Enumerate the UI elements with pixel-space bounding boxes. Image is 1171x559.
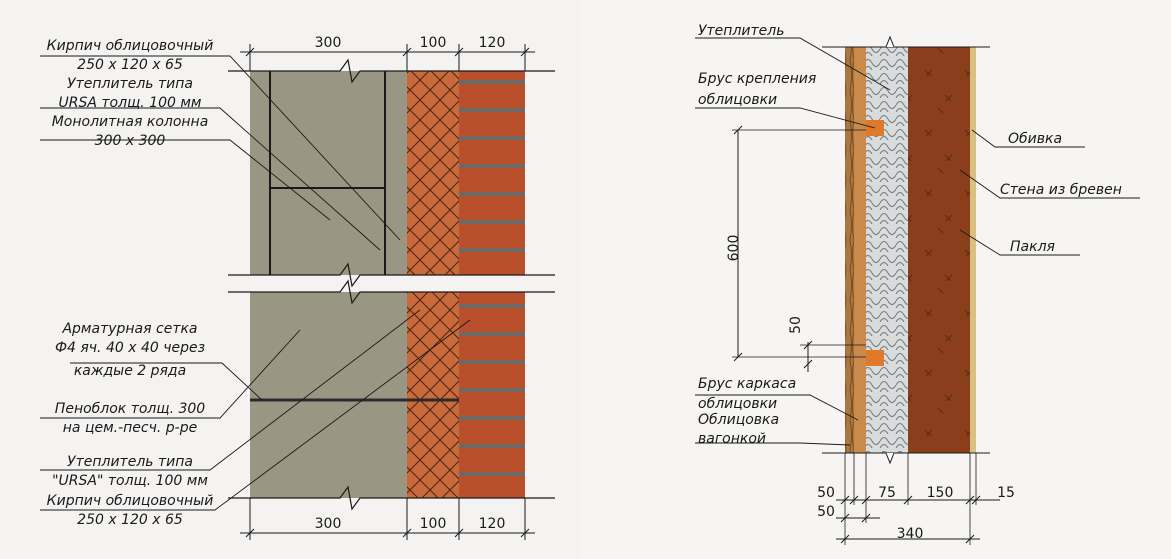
insulation-upper <box>407 71 459 275</box>
facing-brick-upper <box>459 71 525 275</box>
top-dim-brick: 120 <box>479 35 506 51</box>
dim-50-cladding: 50 <box>817 485 835 501</box>
label-facing-brick-size: 250 x 120 x 65 <box>77 57 183 73</box>
label-sheathing: Обивка <box>1008 131 1062 147</box>
dim-50-frame: 50 <box>817 504 835 520</box>
dim-50-vertical: 50 <box>788 316 804 334</box>
label-insulation-thickness-2: "URSA" толщ. 100 мм <box>52 473 208 489</box>
label-insulation-thickness: URSA толщ. 100 мм <box>59 95 202 111</box>
label-insulation-type-2: Утеплитель типа <box>67 454 193 470</box>
label-column-size: 300 x 300 <box>95 133 166 149</box>
insulation-layer-2 <box>884 47 908 453</box>
dim-75-insulation: 75 <box>878 485 896 501</box>
dim-150-logs: 150 <box>927 485 954 501</box>
label-tow: Пакля <box>1010 239 1055 255</box>
top-dim-column: 300 <box>315 35 342 51</box>
label-facing-brick: Кирпич облицовочный <box>47 38 214 54</box>
sheathing <box>970 47 976 453</box>
label-mesh-rows: каждые 2 ряда <box>74 363 186 379</box>
top-dim-insulation: 100 <box>420 35 447 51</box>
label-frame-bar-2: облицовки <box>698 396 777 412</box>
label-mesh: Арматурная сетка <box>61 321 197 337</box>
bottom-dim-insulation: 100 <box>420 516 447 532</box>
facing-brick-lower <box>459 292 525 498</box>
monolithic-column <box>250 71 407 275</box>
log-wall <box>908 47 970 453</box>
air-gap <box>854 47 866 453</box>
left-drawing: 300 100 120 300 100 120 Кирпич облицовоч… <box>40 35 555 540</box>
label-insulation-type: Утеплитель типа <box>67 76 193 92</box>
label-mounting-bar: Брус крепления <box>698 71 816 87</box>
foam-block <box>250 292 407 498</box>
label-cladding: Облицовка <box>698 412 779 428</box>
label-frame-bar: Брус каркаса <box>698 376 796 392</box>
right-drawing: 600 50 50 75 150 15 50 340 Утеплитель Бр… <box>695 23 1140 545</box>
dim-340-total: 340 <box>897 526 924 542</box>
label-facing-brick-size-2: 250 x 120 x 65 <box>77 512 183 528</box>
label-facing-brick-2: Кирпич облицовочный <box>47 493 214 509</box>
label-foam-block: Пеноблок толщ. 300 <box>55 401 205 417</box>
mounting-bar-1 <box>866 120 884 136</box>
label-insulation: Утеплитель <box>698 23 784 39</box>
dim-15-sheathing: 15 <box>997 485 1015 501</box>
bottom-dim-brick: 120 <box>479 516 506 532</box>
bottom-dim-block: 300 <box>315 516 342 532</box>
dim-600: 600 <box>726 235 742 262</box>
wagon-cladding <box>845 47 854 453</box>
label-monolithic-column: Монолитная колонна <box>52 114 209 130</box>
label-log-wall: Стена из бревен <box>1000 182 1122 198</box>
mounting-bar-2 <box>866 350 884 366</box>
label-mesh-spec: Ф4 яч. 40 x 40 через <box>55 340 205 356</box>
label-cladding-2: вагонкой <box>698 431 766 447</box>
label-mounting-bar-2: облицовки <box>698 92 777 108</box>
insulation-lower <box>407 292 459 498</box>
label-foam-mortar: на цем.-песч. р-ре <box>63 420 197 436</box>
